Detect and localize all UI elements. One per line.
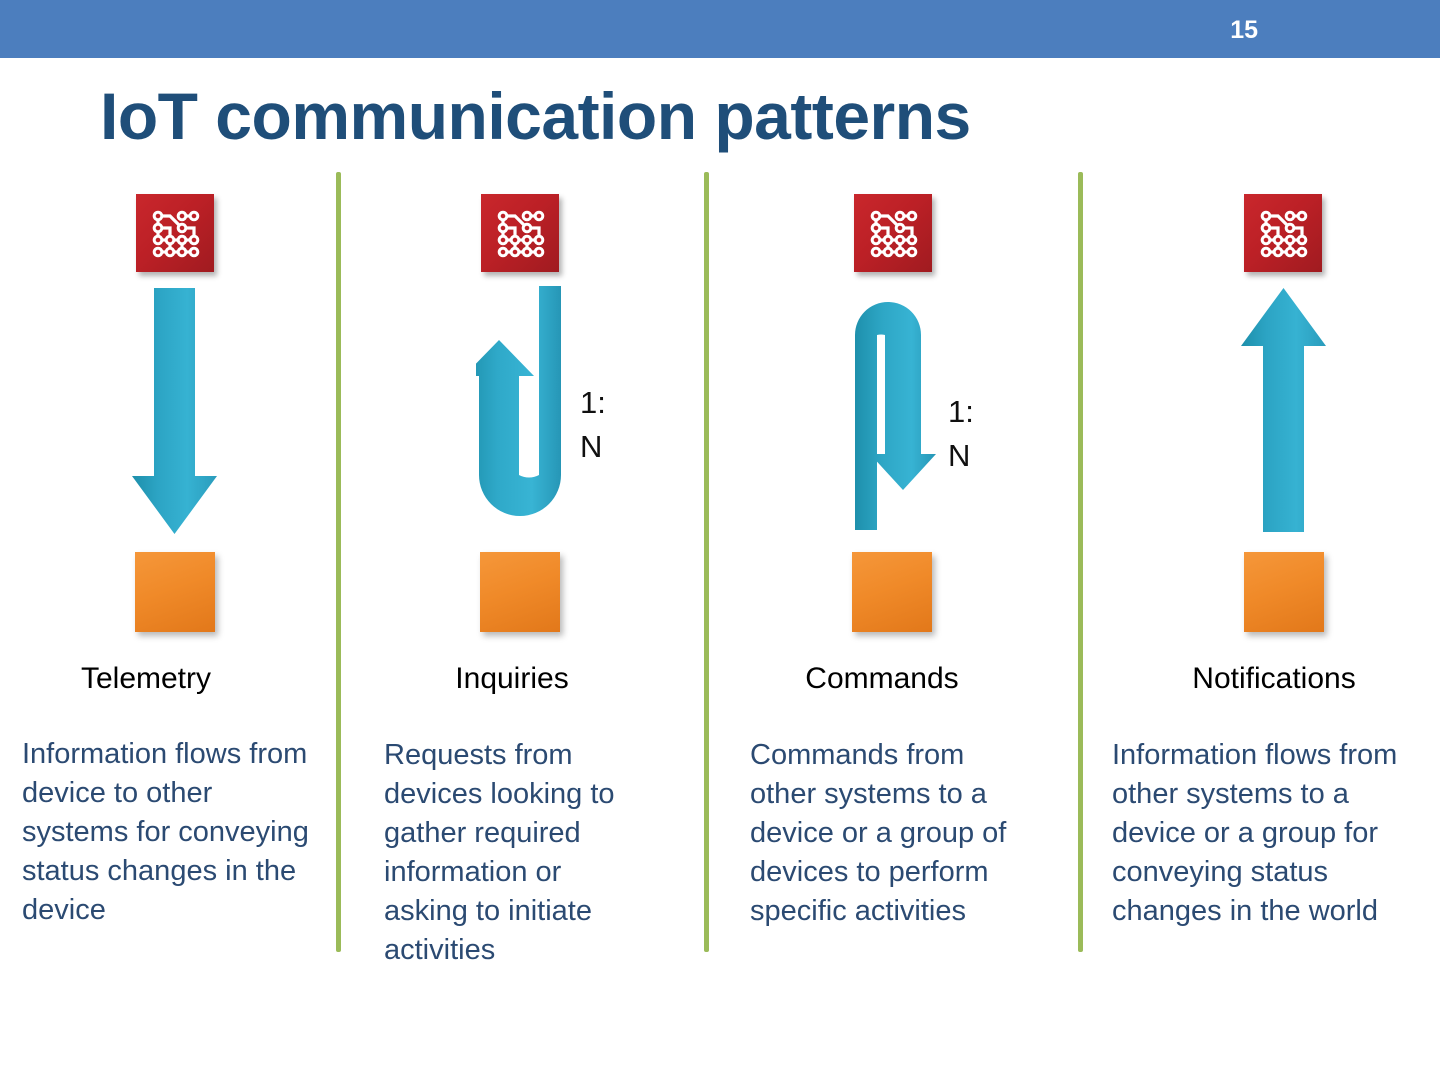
system-box xyxy=(480,552,560,632)
column-description: Information flows from other systems to … xyxy=(1112,739,1398,927)
iot-circuit-icon xyxy=(1244,194,1322,272)
ratio-label: 1: N xyxy=(580,381,620,469)
iot-circuit-icon xyxy=(481,194,559,272)
column-heading: Inquiries xyxy=(455,662,569,695)
page-title: IoT communication patterns xyxy=(100,79,971,153)
ratio-line-1: 1: xyxy=(580,385,606,420)
ratio-line-2: N xyxy=(948,438,971,473)
ratio-line-1: 1: xyxy=(948,394,974,429)
system-box xyxy=(1244,552,1324,632)
system-box xyxy=(852,552,932,632)
column-divider-1 xyxy=(336,172,341,952)
ratio-line-2: N xyxy=(580,429,603,464)
arrow-u-turn-up-icon xyxy=(476,283,576,541)
column-divider-2 xyxy=(704,172,709,952)
arrow-u-turn-down-icon xyxy=(846,286,956,536)
iot-circuit-icon xyxy=(136,194,214,272)
slide-header-bar xyxy=(0,0,1440,58)
column-heading: Notifications xyxy=(1192,662,1356,695)
slide-number: 15 xyxy=(1230,16,1258,44)
system-box xyxy=(135,552,215,632)
iot-circuit-icon xyxy=(854,194,932,272)
column-divider-3 xyxy=(1078,172,1083,952)
arrow-up-icon xyxy=(1240,286,1330,534)
column-description: Requests from devices looking to gather … xyxy=(384,739,615,966)
arrow-down-icon xyxy=(131,288,221,538)
column-description: Commands from other systems to a device … xyxy=(750,739,1007,927)
ratio-label: 1: N xyxy=(948,390,988,478)
column-heading: Telemetry xyxy=(80,662,212,695)
column-description: Information flows from device to other s… xyxy=(22,738,309,926)
column-heading: Commands xyxy=(805,662,959,695)
